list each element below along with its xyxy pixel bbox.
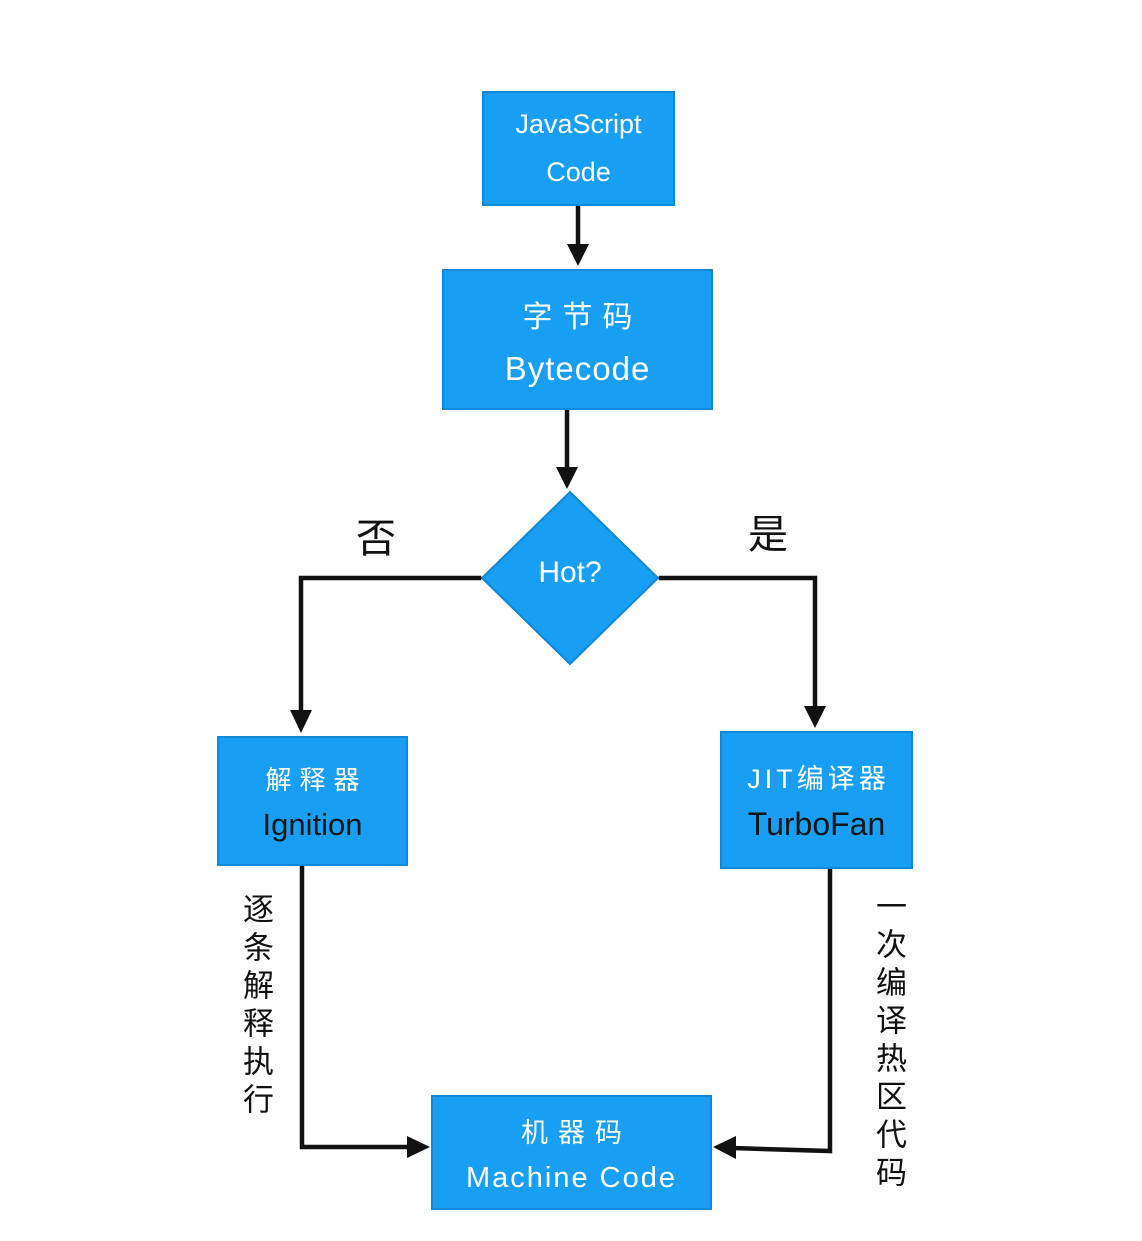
node-interpreter-label-zh: 解释器: [265, 764, 368, 795]
arrow-hot-no-to-ignition: [290, 575, 482, 733]
node-bytecode-label-en: Bytecode: [504, 349, 651, 387]
branch-label-yes: 是: [748, 513, 788, 557]
node-javascript-code-line2: Code: [546, 156, 611, 187]
node-jit-label-zh: JIT编译器: [747, 764, 890, 794]
arrow-hot-yes-to-turbofan: [658, 575, 826, 728]
arrow-js-to-bytecode: [567, 205, 589, 266]
hot-diamond-node: [480, 490, 660, 666]
node-machine-label-zh: 机器码: [521, 1117, 632, 1148]
node-jit-turbofan: JIT编译器 TurboFan: [720, 731, 913, 869]
node-bytecode-label-zh: 字节码: [522, 300, 643, 334]
node-hot-label: Hot?: [538, 556, 602, 589]
arrow-turbofan-to-machine: [713, 867, 833, 1159]
node-bytecode: 字节码 Bytecode: [442, 269, 713, 410]
node-interpreter-label-en: Ignition: [262, 806, 363, 842]
note-compile-hot-code-once: 一次编译热区代码: [871, 890, 906, 1194]
node-interpreter-ignition: 解释器 Ignition: [217, 736, 408, 866]
note-interpret-line-by-line: 逐条解释执行: [238, 893, 273, 1121]
node-machine-code: 机器码 Machine Code: [431, 1095, 712, 1210]
node-javascript-code: JavaScript Code: [482, 91, 675, 206]
arrow-ignition-to-machine: [299, 864, 430, 1158]
node-jit-label-en: TurboFan: [747, 806, 886, 842]
arrow-bytecode-to-hot: [556, 409, 578, 489]
node-javascript-code-line1: JavaScript: [515, 109, 642, 140]
branch-label-no: 否: [356, 517, 396, 561]
node-machine-label-en: Machine Code: [466, 1161, 677, 1194]
